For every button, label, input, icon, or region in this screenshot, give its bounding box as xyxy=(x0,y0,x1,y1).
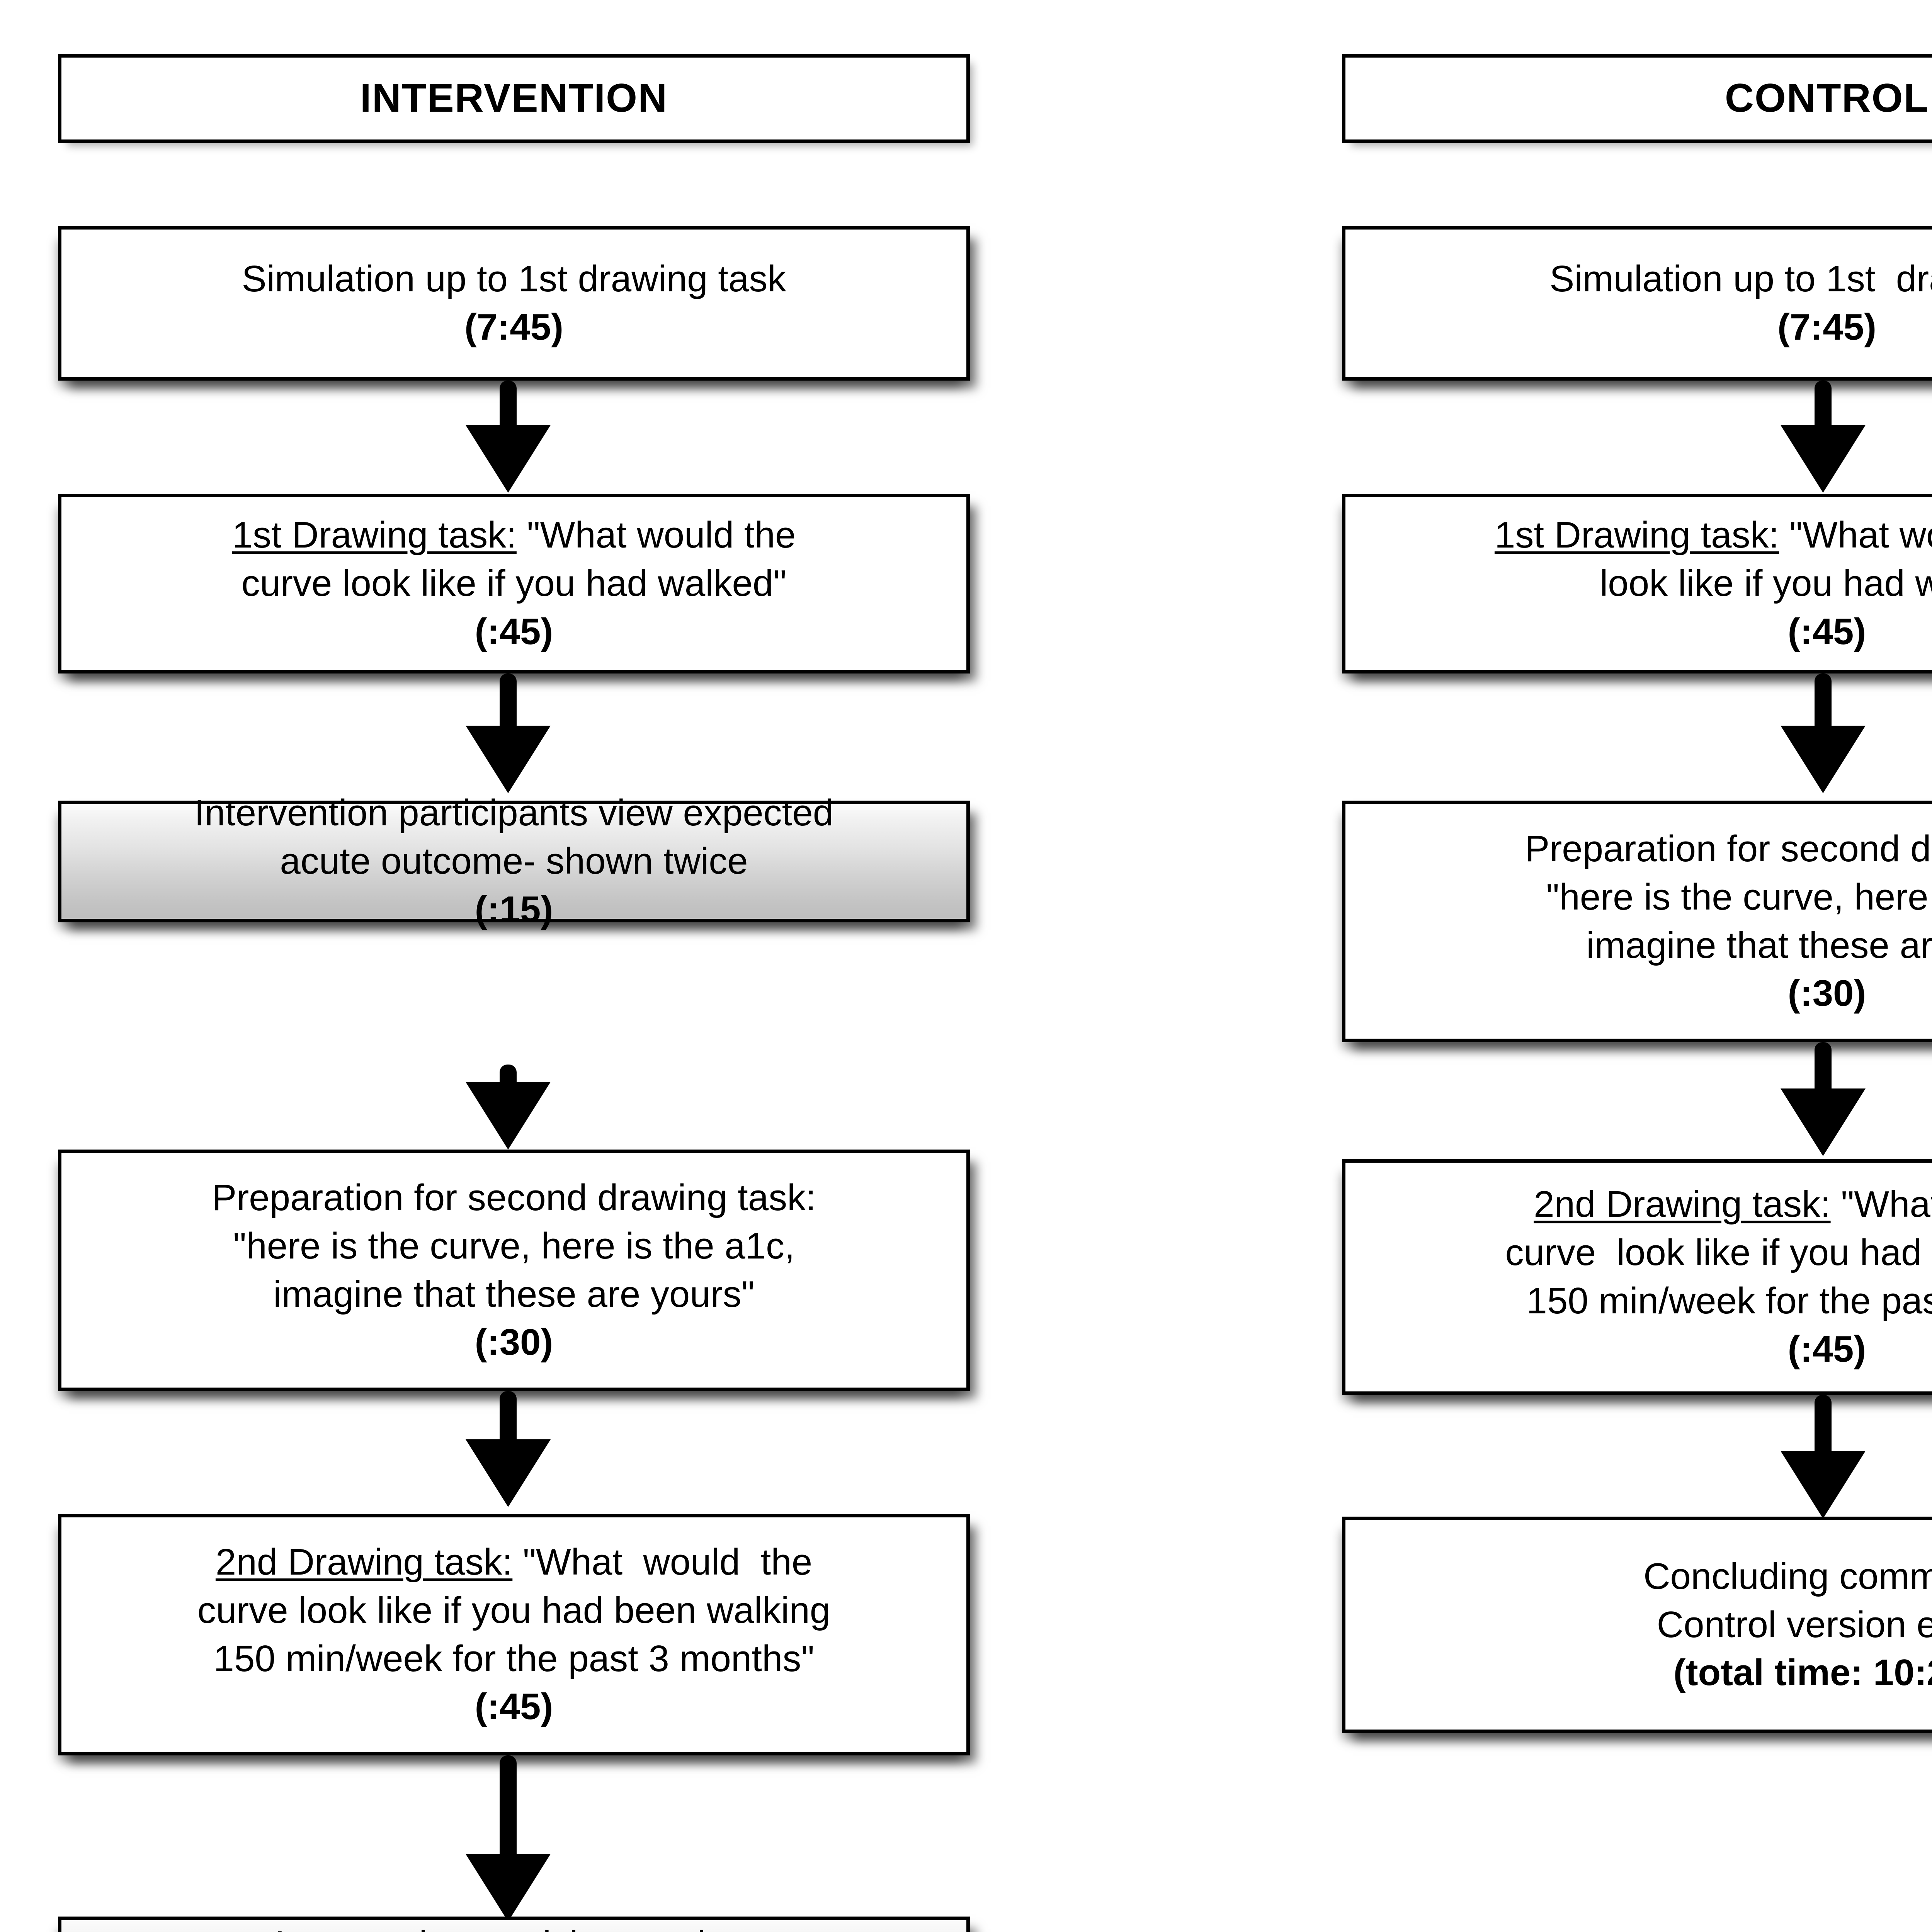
arrow-head-icon xyxy=(466,425,551,493)
node-int-4: Preparation for second drawing task: "he… xyxy=(58,1150,970,1391)
node-ctl-3: Preparation for second drawing task: "he… xyxy=(1342,801,1932,1042)
node-int-5-line-2: curve look like if you had been walking xyxy=(197,1589,831,1631)
node-int-5-line-1: 2nd Drawing task: "What would the xyxy=(70,1538,958,1587)
node-int-3: Intervention participants view expected … xyxy=(58,792,970,930)
node-ctl-4-line-2: curve look like if you had been walking xyxy=(1505,1232,1922,1274)
node-ctl-5-line-3: (total time: 10:20) xyxy=(1673,1652,1932,1694)
arrow-shaft xyxy=(1815,673,1832,730)
node-int-2-line-1: 1st Drawing task: "What would the xyxy=(70,511,958,560)
node-ctl-2: 1st Drawing task: "What would the curve … xyxy=(1342,494,1932,673)
node-int-4-line-4: (:30) xyxy=(474,1321,553,1363)
node-int-1-line-1: Simulation up to 1st drawing task xyxy=(242,258,786,300)
column-header-control: CONTROL xyxy=(1342,54,1932,143)
node-ctl-2-line-1: 1st Drawing task: "What would the curve xyxy=(1354,511,1932,560)
node-int-3-line-1: Intervention participants view expected xyxy=(194,792,834,834)
arrow-shaft xyxy=(500,1391,517,1445)
arrow-ctl-3-to-4 xyxy=(1781,1042,1866,1156)
column-header-intervention: INTERVENTION xyxy=(58,54,970,143)
arrow-head-icon xyxy=(466,726,551,793)
node-ctl-5-line-1: Concluding comments xyxy=(1643,1555,1932,1597)
node-int-5-line-4: (:45) xyxy=(474,1686,553,1728)
node-ctl-3-line-3: imagine that these are yours" xyxy=(1586,924,1932,966)
node-int-5-line-1-tail: "What would the xyxy=(512,1541,813,1583)
arrow-ctl-2-to-3 xyxy=(1781,673,1866,793)
arrow-shaft xyxy=(500,1755,517,1858)
node-int-6-line-1: Intervention participants view xyxy=(70,1920,958,1932)
node-int-5: 2nd Drawing task: "What would the curve … xyxy=(58,1514,970,1755)
arrow-shaft xyxy=(1815,1395,1832,1455)
node-int-4-line-3: imagine that these are yours" xyxy=(273,1273,755,1315)
node-ctl-3-line-4: (:30) xyxy=(1787,973,1866,1014)
arrow-head-icon xyxy=(466,1854,551,1922)
arrow-int-3-to-4 xyxy=(466,1065,551,1150)
node-ctl-4-underlined-label: 2nd Drawing task: xyxy=(1534,1184,1831,1225)
arrow-head-icon xyxy=(466,1439,551,1507)
node-int-1: Simulation up to 1st drawing task (7:45) xyxy=(58,226,970,381)
node-ctl-4-line-4: (:45) xyxy=(1787,1328,1866,1370)
arrow-head-icon xyxy=(1781,726,1866,793)
node-ctl-3-line-1: Preparation for second drawing task: xyxy=(1525,828,1932,869)
arrow-shaft xyxy=(500,673,517,730)
node-int-2: 1st Drawing task: "What would the curve … xyxy=(58,494,970,673)
arrow-ctl-1-to-2 xyxy=(1781,381,1866,493)
node-ctl-4-line-1: 2nd Drawing task: "What would the xyxy=(1354,1180,1932,1229)
node-ctl-4-line-1-tail: "What would the xyxy=(1841,1184,1932,1225)
node-int-1-line-2: (7:45) xyxy=(464,306,564,348)
arrow-head-icon xyxy=(1781,425,1866,493)
arrow-head-icon xyxy=(1781,1088,1866,1156)
node-ctl-2-line-1-tail: "What would the curve xyxy=(1789,514,1932,556)
arrow-int-4-to-5 xyxy=(466,1391,551,1507)
node-int-5-underlined-label: 2nd Drawing task: xyxy=(215,1541,513,1583)
arrow-shaft xyxy=(1815,1042,1832,1094)
node-int-2-line-1-tail: "What would the xyxy=(516,514,796,556)
node-ctl-1-line-2: (7:45) xyxy=(1777,306,1877,348)
arrow-head-icon xyxy=(1781,1451,1866,1519)
arrow-int-5-to-6 xyxy=(466,1755,551,1922)
node-int-4-line-2: "here is the curve, here is the a1c, xyxy=(233,1225,795,1267)
node-int-2-line-2: curve look like if you had walked" xyxy=(241,563,787,604)
node-int-3-line-2: acute outcome- shown twice xyxy=(280,840,748,882)
node-int-3-line-3: (:15) xyxy=(474,888,553,930)
node-ctl-5-line-2: Control version ends xyxy=(1656,1604,1932,1645)
node-ctl-1: Simulation up to 1st drawing task (7:45) xyxy=(1342,226,1932,381)
arrow-head-icon xyxy=(466,1082,551,1150)
node-ctl-1-line-1: Simulation up to 1st drawing task xyxy=(1549,258,1932,300)
node-int-2-underlined-label: 1st Drawing task: xyxy=(232,514,517,556)
node-ctl-4-line-3: 150 min/week for the past 3 months" xyxy=(1526,1280,1932,1321)
node-ctl-4: 2nd Drawing task: "What would the curve … xyxy=(1342,1159,1932,1395)
arrow-int-2-to-3 xyxy=(466,673,551,793)
node-ctl-2-underlined-label: 1st Drawing task: xyxy=(1494,514,1779,556)
node-int-2-line-3: (:45) xyxy=(474,611,553,652)
node-int-4-line-1: Preparation for second drawing task: xyxy=(212,1177,816,1218)
node-int-5-line-3: 150 min/week for the past 3 months" xyxy=(213,1638,815,1679)
node-int-6: Intervention participants view expected … xyxy=(58,1917,970,1932)
node-ctl-5: Concluding comments Control version ends… xyxy=(1342,1517,1932,1733)
node-ctl-2-line-3: (:45) xyxy=(1787,611,1866,652)
node-ctl-3-line-2: "here is the curve, here is the a1c, xyxy=(1546,876,1929,918)
header-label-intervention: INTERVENTION xyxy=(360,76,668,121)
arrow-ctl-4-to-5 xyxy=(1781,1395,1866,1519)
node-ctl-2-line-2: look like if you had walked " xyxy=(1599,563,1932,604)
header-label-control: CONTROL xyxy=(1725,76,1929,121)
arrow-int-1-to-2 xyxy=(466,381,551,493)
